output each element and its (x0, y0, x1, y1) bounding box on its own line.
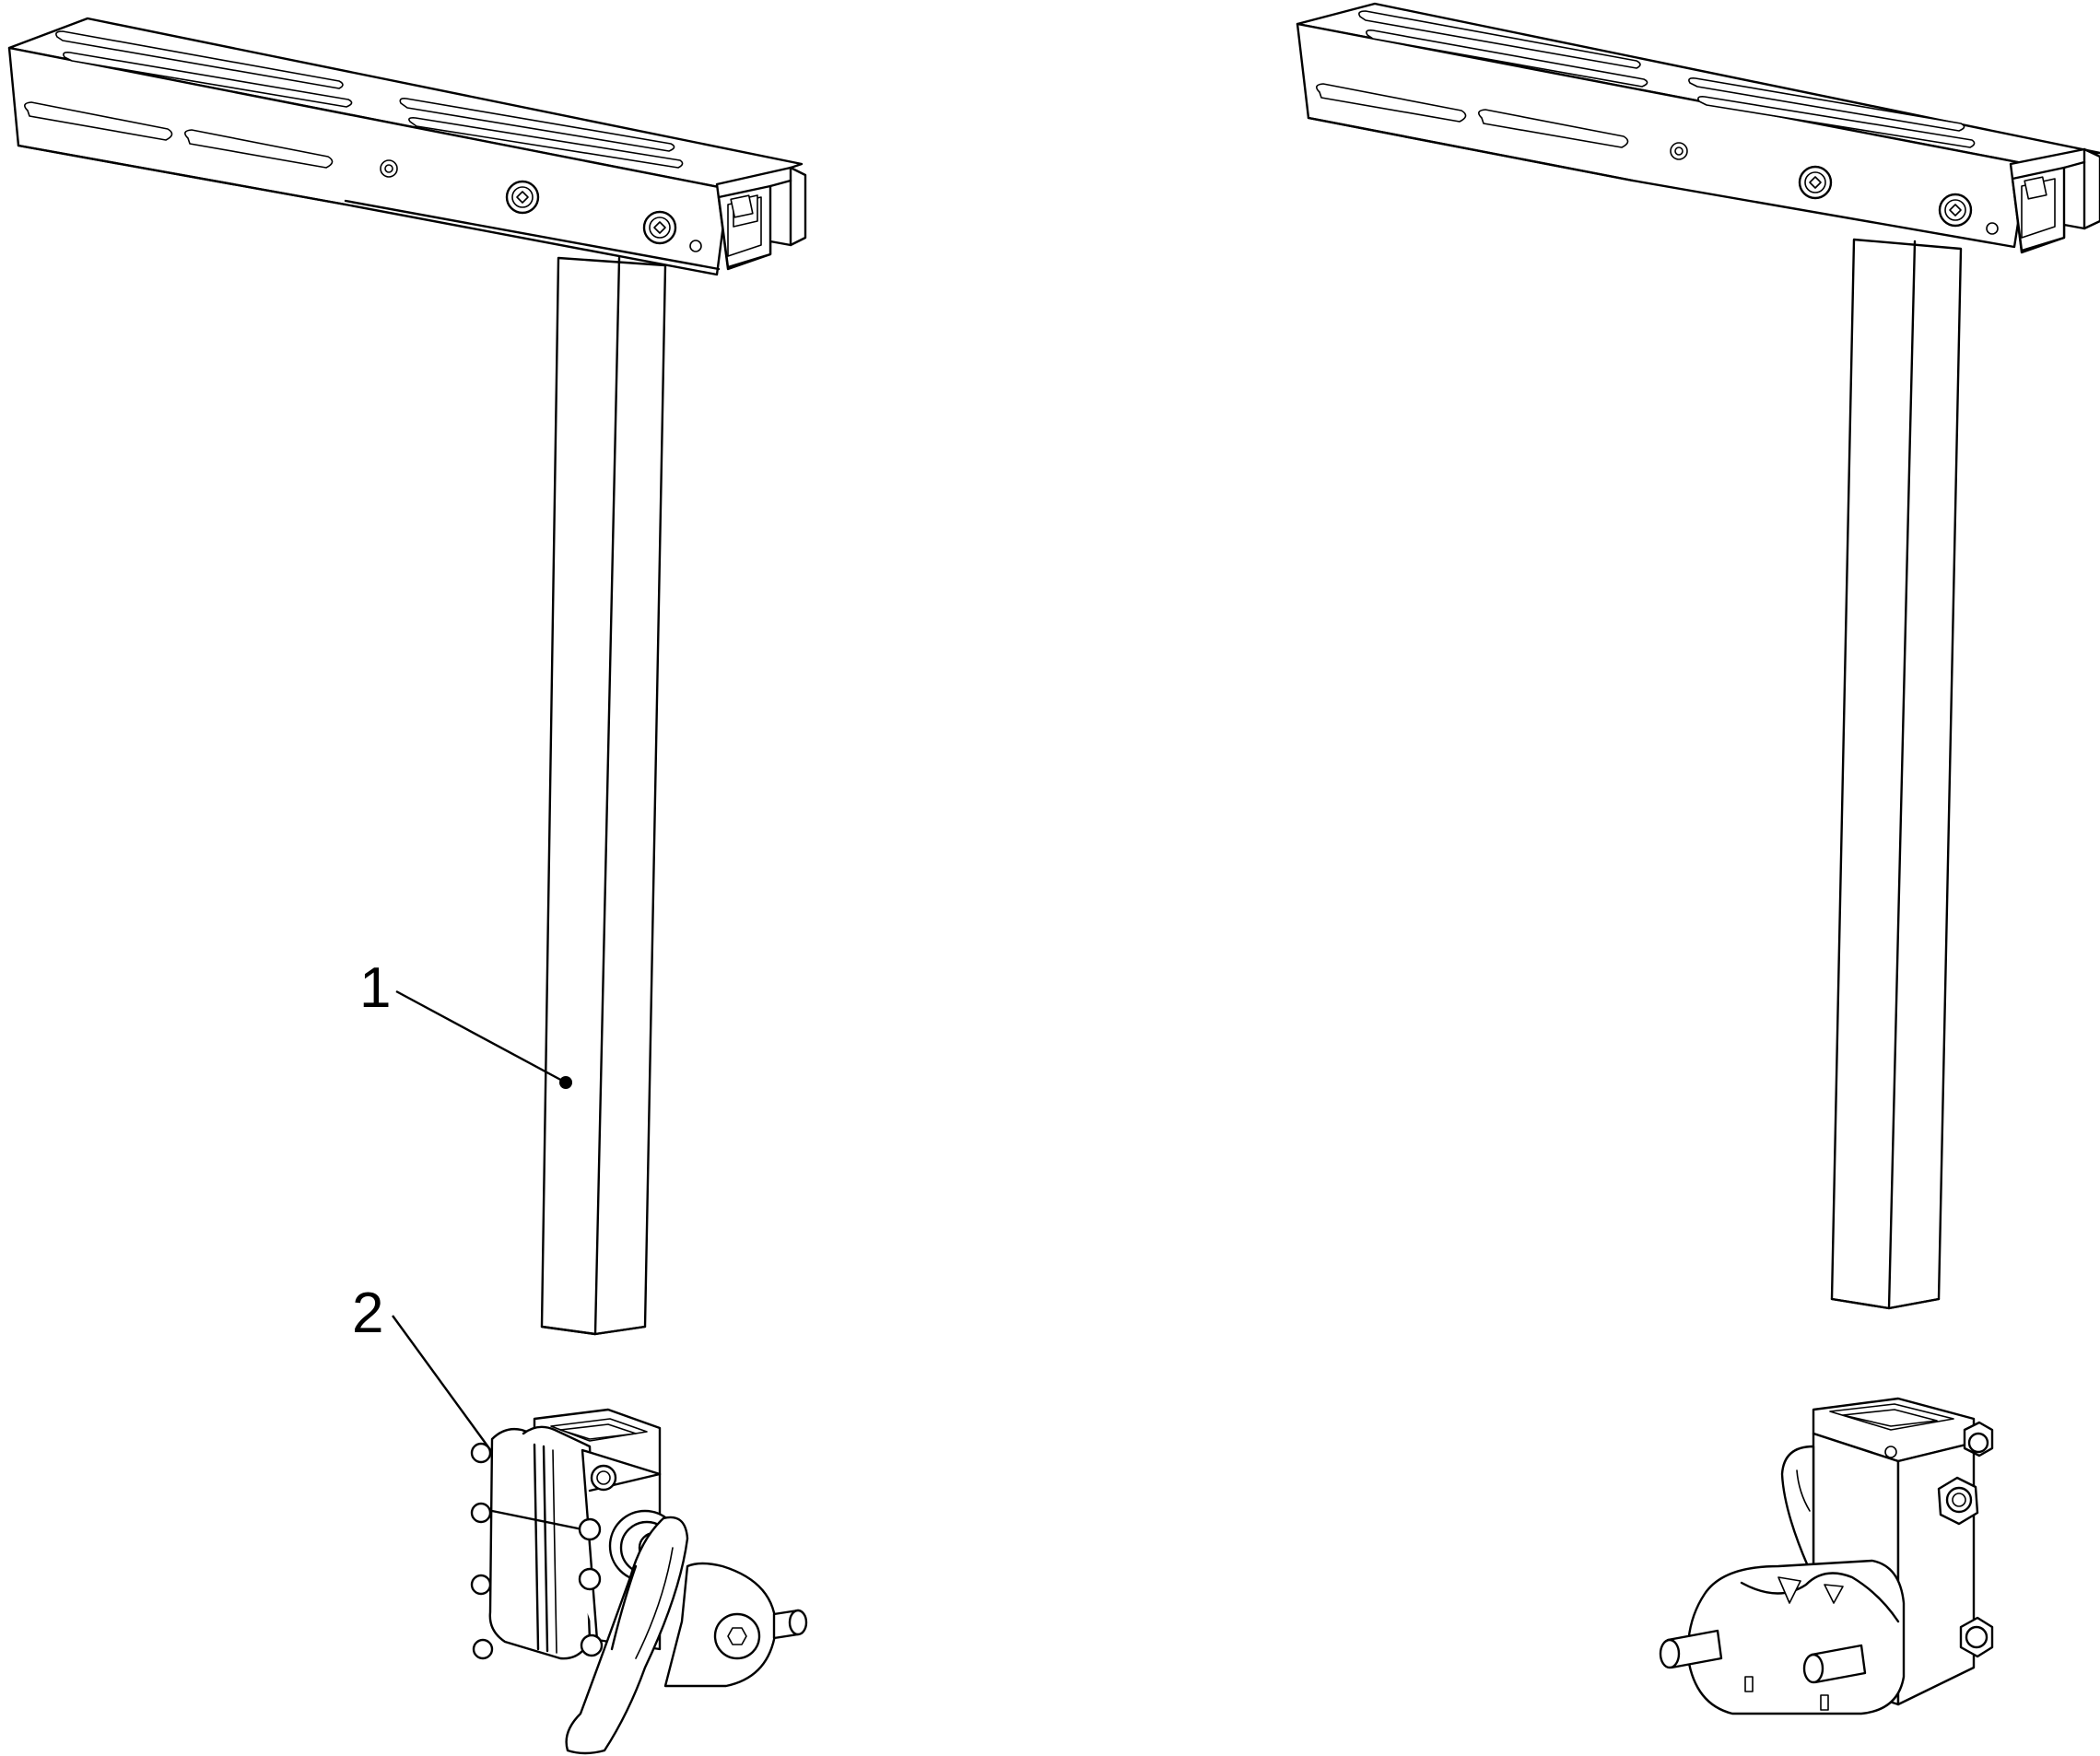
callout-1: 1 (359, 956, 572, 1089)
right-tube (1830, 238, 1963, 1310)
callout-1-dot (559, 1076, 572, 1089)
right-crossbar (1296, 2, 2100, 254)
left-crossbar (7, 17, 807, 276)
callout-1-label: 1 (359, 956, 391, 1020)
left-tube (540, 256, 667, 1336)
callout-1-leader (395, 989, 567, 1084)
right-assembly (1296, 2, 2100, 1715)
right-clamp-assembly (1659, 1397, 1994, 1715)
left-clamp-assembly (470, 1408, 808, 1755)
left-assembly: 1 2 (7, 17, 808, 1755)
callout-2-label: 2 (352, 1282, 383, 1345)
